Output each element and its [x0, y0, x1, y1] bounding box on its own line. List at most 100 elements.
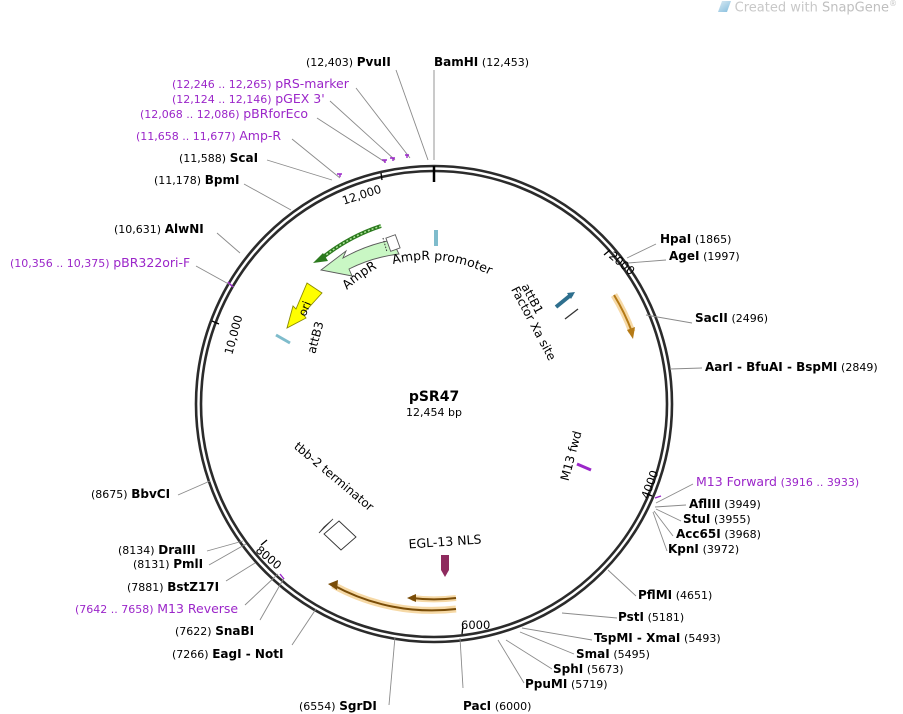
site-name: Amp-R [239, 128, 281, 143]
site-position: (2849) [841, 361, 878, 374]
site-name: BstZ17I [167, 580, 219, 594]
tick-label-6000: 6000 [461, 618, 490, 632]
site-name: BamHI [434, 55, 478, 69]
site-label-bstz17i: (7881) BstZ17I [127, 580, 219, 594]
tick-marks [211, 172, 653, 635]
site-label-sphi: SphI (5673) [553, 662, 623, 676]
site-name: M13 Reverse [157, 601, 238, 616]
site-position: (11,588) [179, 152, 226, 165]
site-label-paci: PacI (6000) [463, 699, 531, 713]
site-label-sgrdi: (6554) SgrDI [299, 699, 377, 713]
site-position: (8131) [133, 558, 170, 571]
tick-label-12000: 12,000 [340, 182, 383, 208]
site-name: AarI - BfuAI - BspMI [705, 360, 837, 374]
site-label-pbrforeco: (12,068 .. 12,086) pBRforEco [140, 106, 308, 121]
feature-label-m13fwd: M13 fwd [558, 429, 585, 482]
watermark-registered-mark: ® [889, 0, 897, 8]
tick-label-10000: 10,000 [222, 314, 246, 357]
site-name: M13 Forward [696, 474, 777, 489]
site-name: AlwNI [165, 222, 204, 236]
feature-ampr-tail [385, 234, 401, 252]
feature-egl13nls-arrow [441, 555, 449, 577]
site-name: PacI [463, 699, 491, 713]
site-label-hpai: HpaI (1865) [660, 232, 731, 246]
site-position: (3949) [724, 498, 761, 511]
site-label-bpmi: (11,178) BpmI [154, 173, 239, 187]
site-position: (7266) [172, 648, 209, 661]
site-label-pbr322ori-f: (10,356 .. 10,375) pBR322ori-F [10, 255, 190, 270]
feature-arrows [275, 224, 636, 614]
site-name: BpmI [205, 173, 240, 187]
site-label-m13-reverse: (7642 .. 7658) M13 Reverse [75, 601, 238, 616]
feature-attb3-bar [275, 333, 291, 345]
site-label-psti: PstI (5181) [618, 610, 684, 624]
site-position: (8134) [118, 544, 155, 557]
site-name: DraIII [158, 543, 195, 557]
site-label-agei: AgeI (1997) [669, 249, 740, 263]
feature-label-attb3: attB3 [305, 320, 327, 355]
site-label-m13-forward: M13 Forward (3916 .. 3933) [696, 474, 859, 489]
site-position: (10,356 .. 10,375) [10, 257, 110, 270]
site-name: PflMI [638, 588, 672, 602]
feature-label-egl13nls: EGL-13 NLS [408, 531, 482, 551]
site-position: (12,068 .. 12,086) [140, 108, 240, 121]
site-position: (5495) [613, 648, 650, 661]
site-position: (6000) [495, 700, 532, 713]
site-position: (3955) [714, 513, 751, 526]
site-name: KpnI [668, 542, 699, 556]
site-label-acc65i: Acc65I (3968) [676, 527, 761, 541]
site-name: SgrDI [339, 699, 377, 713]
site-position: (5493) [684, 632, 721, 645]
site-label-draiii: (8134) DraIII [118, 543, 196, 557]
feature-ampr-arrow [319, 239, 400, 277]
site-leader-lines [177, 69, 703, 706]
site-position: (2496) [731, 312, 768, 325]
site-position: (5181) [648, 611, 685, 624]
site-position: (12,124 .. 12,146) [172, 93, 272, 106]
site-position: (3968) [724, 528, 761, 541]
site-name: PmlI [173, 557, 203, 571]
site-label-amp-r: (11,658 .. 11,677) Amp-R [136, 128, 281, 143]
site-label-stui: StuI (3955) [683, 512, 751, 526]
site-position: (12,403) [306, 56, 353, 69]
site-position: (12,246 .. 12,265) [172, 78, 272, 91]
site-label-pgex-3: (12,124 .. 12,146) pGEX 3' [172, 91, 325, 106]
watermark-prefix: Created with [734, 0, 822, 16]
site-name: EagI - NotI [212, 647, 283, 661]
site-position: (5719) [571, 678, 608, 691]
snapgene-watermark: Created with SnapGene® [717, 0, 897, 16]
site-name: pRS-marker [275, 76, 350, 91]
site-name: StuI [683, 512, 710, 526]
site-position: (11,658 .. 11,677) [136, 130, 236, 143]
site-name: HpaI [660, 232, 691, 246]
site-name: Acc65I [676, 527, 721, 541]
site-name: PvuII [357, 55, 391, 69]
feature-ori-arrow [286, 282, 323, 329]
site-position: (11,178) [154, 174, 201, 187]
plasmid-length: 12,454 bp [406, 406, 462, 419]
site-label-pvuii: (12,403) PvuII [306, 55, 391, 69]
feature-tbb2-box [323, 520, 357, 551]
site-position: (1865) [695, 233, 732, 246]
feature-label-tbb2: tbb-2 terminator [291, 439, 376, 514]
site-position: (7642 .. 7658) [75, 603, 154, 616]
feature-label-amprpromoter: AmpR promoter [390, 248, 495, 278]
site-label-prs-marker: (12,246 .. 12,265) pRS-marker [172, 76, 350, 91]
site-position: (6554) [299, 700, 336, 713]
site-name: SnaBI [215, 624, 254, 638]
site-position: (3972) [703, 543, 740, 556]
site-position: (7622) [175, 625, 212, 638]
site-name: PpuMI [525, 677, 567, 691]
site-name: SphI [553, 662, 583, 676]
site-position: (7881) [127, 581, 164, 594]
site-label-tspmi-xmai: TspMI - XmaI (5493) [594, 631, 721, 645]
site-label-pmli: (8131) PmlI [133, 557, 203, 571]
site-name: AflIII [689, 497, 721, 511]
site-name: pBRforEco [243, 106, 308, 121]
site-label-bamhi: BamHI (12,453) [434, 55, 529, 69]
site-label-ppumi: PpuMI (5719) [525, 677, 608, 691]
site-label-aari-bfuai-bspmi: AarI - BfuAI - BspMI (2849) [705, 360, 878, 374]
site-position: (3916 .. 3933) [781, 476, 860, 489]
site-label-sacii: SacII (2496) [695, 311, 768, 325]
